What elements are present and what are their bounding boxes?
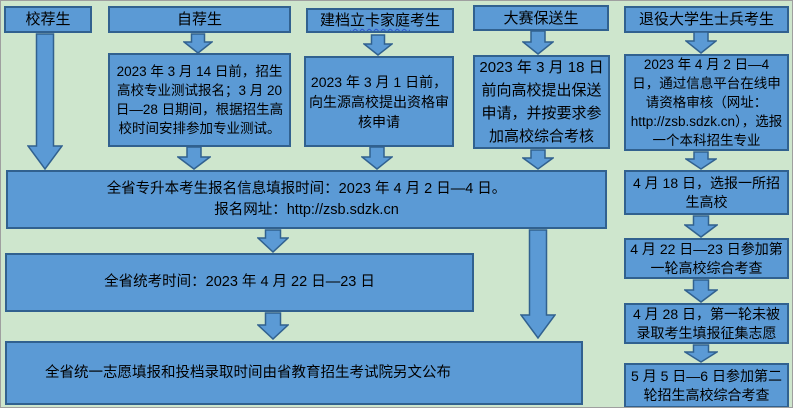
- flow-arrow-icon: [361, 146, 393, 170]
- box-province-unified-exam: 全省统考时间：2023 年 4 月 22 日—23 日: [5, 253, 474, 312]
- flow-arrow-icon: [177, 146, 211, 170]
- header-self-recommended: 自荐生: [108, 6, 291, 33]
- flow-arrow-icon: [363, 34, 393, 56]
- box-province-registration: 全省专升本考生报名信息填报时间：2023 年 4 月 2 日—4 日。 报名网址…: [6, 170, 607, 229]
- header-text-post: 考生: [410, 12, 441, 29]
- header-competition-exempt: 大赛保送生: [473, 5, 609, 31]
- flow-arrow-icon: [522, 30, 554, 55]
- flow-arrow-icon: [684, 279, 718, 303]
- step-veteran-online-review: 2023 年 4 月 2 日—4 日，通过信息平台在线申请资格审核（网址：htt…: [624, 54, 789, 151]
- flow-arrow-icon: [257, 312, 289, 340]
- flow-arrow-icon: [183, 33, 213, 54]
- step-self-recommended-test: 2023 年 3 月 14 日前，招生高校专业测试报名；3 月 20 日—28 …: [108, 53, 291, 147]
- header-veteran-students: 退役大学生士兵考生: [624, 6, 789, 33]
- step-competition-application: 2023 年 3 月 18 日前向高校提出保送申请，并按要求参加高校综合考核: [473, 55, 610, 149]
- step-poor-family-review: 2023 年 3 月 1 日前，向生源高校提出资格审核申请: [304, 56, 454, 147]
- flow-arrow-icon: [685, 151, 717, 170]
- header-registered-poor-family: 建档立卡家庭考生: [306, 8, 454, 33]
- header-school-recommended: 校荐生: [4, 6, 92, 33]
- registration-url-text: 报名网址：http://zsb.sdzk.cn: [214, 201, 399, 218]
- box-veteran-choose-college: 4 月 18 日，选报一所招生高校: [624, 170, 789, 215]
- box-veteran-first-round-assessment: 4 月 22 日—23 日参加第一轮高校综合考查: [624, 238, 789, 279]
- header-text-wavy: 立卡家庭: [349, 12, 410, 29]
- flow-arrow-icon: [522, 149, 554, 170]
- flow-arrow-icon: [684, 344, 718, 363]
- flow-arrow-icon: [685, 31, 717, 54]
- registration-time-text: 全省专升本考生报名信息填报时间：2023 年 4 月 2 日—4 日。: [106, 180, 507, 197]
- flow-arrow-icon: [27, 33, 63, 170]
- flow-arrow-icon: [257, 229, 289, 253]
- box-veteran-second-round-assessment: 5 月 5 日—6 日参加第二轮招生高校综合考查: [624, 363, 789, 407]
- box-veteran-supplementary-wishes: 4 月 28 日，第一轮未被录取考生填报征集志愿: [624, 303, 789, 344]
- flow-arrow-icon: [520, 229, 556, 339]
- header-text-pre: 建档: [319, 12, 350, 29]
- flow-arrow-icon: [684, 215, 718, 238]
- box-admission-announcement: 全省统一志愿填报和投档录取时间由省教育招生考试院另文公布: [5, 341, 583, 405]
